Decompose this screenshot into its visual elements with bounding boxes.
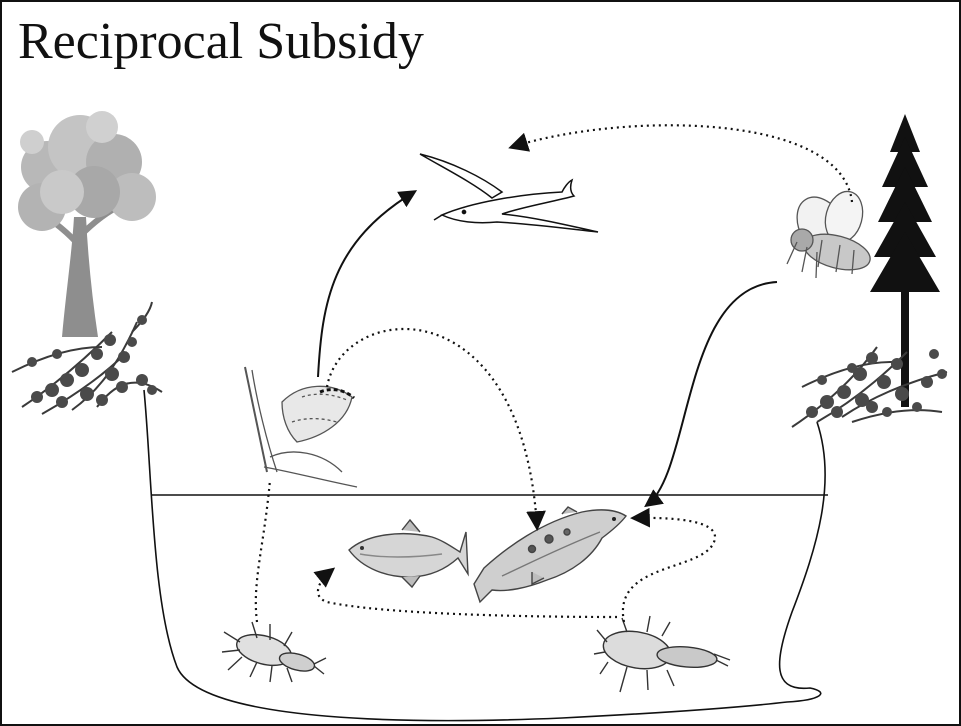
bee-icon <box>787 187 874 278</box>
arrow-right-larva-to-small-salmon <box>318 570 617 617</box>
arrow-right-larva-to-salmon <box>623 518 715 622</box>
stream-channel-outline <box>144 390 825 721</box>
arrow-bee-to-salmon <box>647 282 777 505</box>
salmon-large-icon <box>474 507 626 602</box>
arrow-left-larva-to-mayfly <box>256 480 270 622</box>
arrow-mayfly-to-bird <box>318 192 414 377</box>
salmon-small-icon <box>349 520 468 587</box>
insect-larva-left-icon <box>222 622 326 682</box>
deciduous-tree-icon <box>18 111 156 337</box>
bird-icon <box>420 154 598 232</box>
insect-larva-right-icon <box>594 616 730 692</box>
arrow-mayfly-to-salmon <box>327 329 537 527</box>
adult-mayfly-icon <box>245 367 357 487</box>
fern-right-icon <box>792 347 947 427</box>
